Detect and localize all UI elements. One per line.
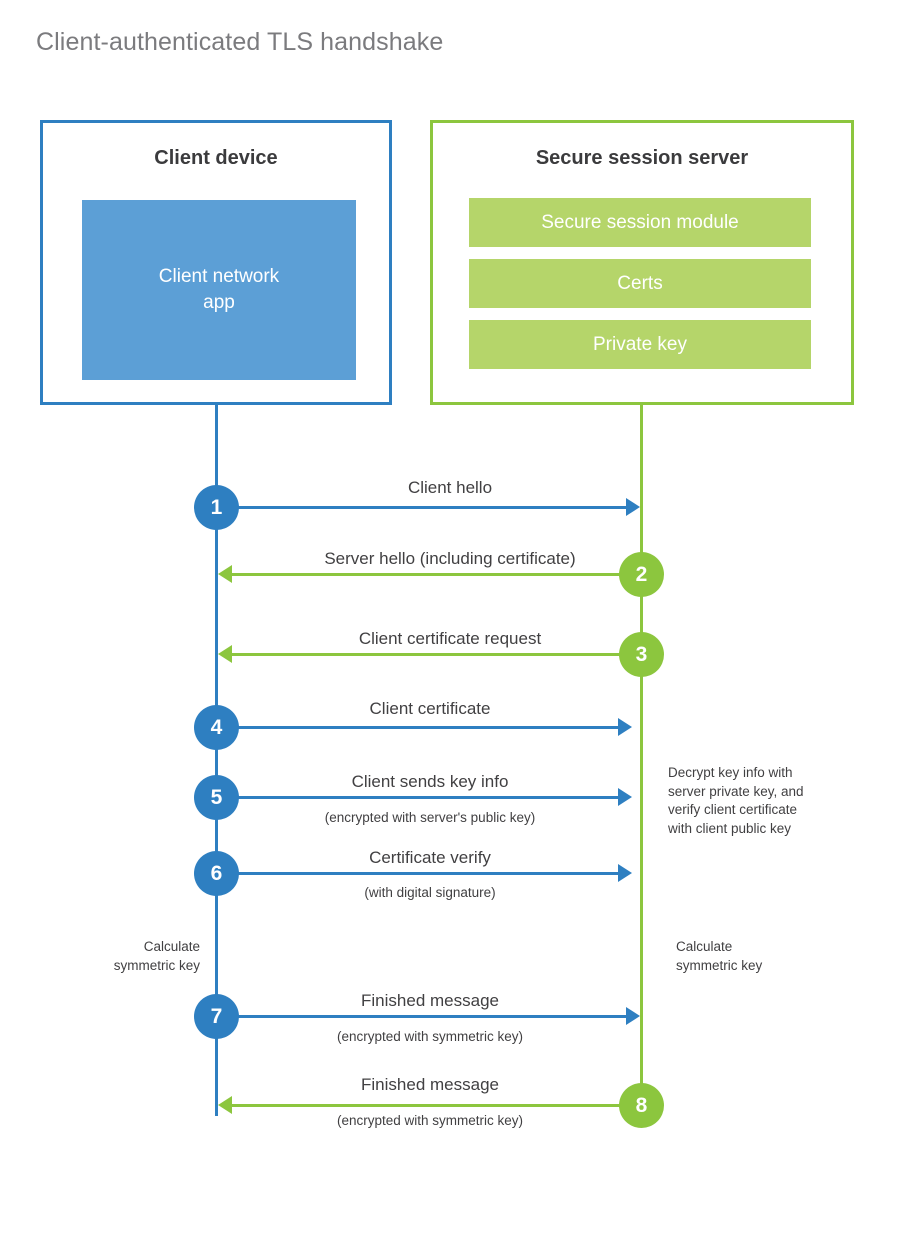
server-lifeline bbox=[640, 405, 643, 1105]
client-calculate-symmetric-key-note: Calculate symmetric key bbox=[40, 938, 200, 975]
step-5-arrow-line bbox=[218, 796, 618, 799]
step-8-arrow-head-left-icon bbox=[218, 1096, 232, 1114]
server-decrypt-note-line1: Decrypt key info with bbox=[668, 765, 793, 780]
step-6-number-badge: 6 bbox=[194, 851, 239, 896]
step-8-number-badge: 8 bbox=[619, 1083, 664, 1128]
step-8-sublabel: (encrypted with symmetric key) bbox=[336, 1113, 524, 1128]
server-component-private-key: Private key bbox=[469, 320, 811, 369]
step-3-arrow-head-left-icon bbox=[218, 645, 232, 663]
step-7-number-badge: 7 bbox=[194, 994, 239, 1039]
step-1-arrow-head-right-icon bbox=[626, 498, 640, 516]
client-app-label-line2: app bbox=[203, 292, 235, 313]
step-1-number-badge: 1 bbox=[194, 485, 239, 530]
server-calc-note-line1: Calculate bbox=[676, 939, 733, 954]
step-2-arrow-line bbox=[230, 573, 642, 576]
step-7-label: Finished message bbox=[361, 991, 499, 1010]
step-5-sublabel: (encrypted with server's public key) bbox=[324, 810, 536, 825]
step-2-number-badge: 2 bbox=[619, 552, 664, 597]
step-6-label: Certificate verify bbox=[369, 848, 491, 867]
step-7-arrow-head-right-icon bbox=[626, 1007, 640, 1025]
server-component-secure-session-module: Secure session module bbox=[469, 198, 811, 247]
client-network-app-box: Client network app bbox=[82, 200, 356, 380]
step-7-sublabel: (encrypted with symmetric key) bbox=[336, 1029, 524, 1044]
server-component-certs: Certs bbox=[469, 259, 811, 308]
step-8-arrow-line bbox=[230, 1104, 642, 1107]
step-4-arrow-head-right-icon bbox=[618, 718, 632, 736]
step-6-arrow-head-right-icon bbox=[618, 864, 632, 882]
client-calc-note-line1: Calculate bbox=[143, 939, 200, 954]
step-1-arrow-line bbox=[218, 506, 626, 509]
step-8-label: Finished message bbox=[361, 1075, 499, 1094]
step-4-number-badge: 4 bbox=[194, 705, 239, 750]
server-component-list: Secure session module Certs Private key bbox=[469, 198, 811, 369]
secure-session-server-title: Secure session server bbox=[535, 147, 749, 169]
server-decrypt-note-line2: server private key, and bbox=[668, 783, 804, 799]
client-device-box: Client device Client network app bbox=[40, 120, 392, 405]
step-3-number-badge: 3 bbox=[619, 632, 664, 677]
server-calculate-symmetric-key-note: Calculate symmetric key bbox=[676, 938, 856, 975]
step-5-arrow-head-right-icon bbox=[618, 788, 632, 806]
step-6-arrow-line bbox=[218, 872, 618, 875]
step-6-sublabel: (with digital signature) bbox=[364, 885, 496, 900]
step-7-arrow-line bbox=[218, 1015, 626, 1018]
step-5-number-badge: 5 bbox=[194, 775, 239, 820]
step-3-arrow-line bbox=[230, 653, 642, 656]
client-network-app-label: Client network app bbox=[159, 264, 279, 315]
step-4-label: Client certificate bbox=[369, 699, 491, 718]
server-decrypt-note-line3: verify client certificate bbox=[668, 802, 798, 818]
client-app-label-line1: Client network bbox=[158, 266, 280, 288]
client-device-title: Client device bbox=[154, 147, 278, 169]
step-1-label: Client hello bbox=[407, 478, 493, 497]
client-calc-note-line2: symmetric key bbox=[113, 957, 200, 973]
secure-session-server-box: Secure session server Secure session mod… bbox=[430, 120, 854, 405]
server-calc-note-line2: symmetric key bbox=[676, 957, 763, 973]
step-2-arrow-head-left-icon bbox=[218, 565, 232, 583]
step-3-label: Client certificate request bbox=[358, 629, 542, 648]
server-decrypt-note: Decrypt key info with server private key… bbox=[668, 764, 868, 839]
step-4-arrow-line bbox=[218, 726, 618, 729]
client-lifeline bbox=[215, 405, 218, 1116]
step-5-label: Client sends key info bbox=[351, 772, 509, 791]
server-decrypt-note-line4: with client public key bbox=[668, 820, 792, 836]
step-2-label: Server hello (including certificate) bbox=[324, 549, 576, 568]
page-title: Client-authenticated TLS handshake bbox=[36, 28, 444, 56]
